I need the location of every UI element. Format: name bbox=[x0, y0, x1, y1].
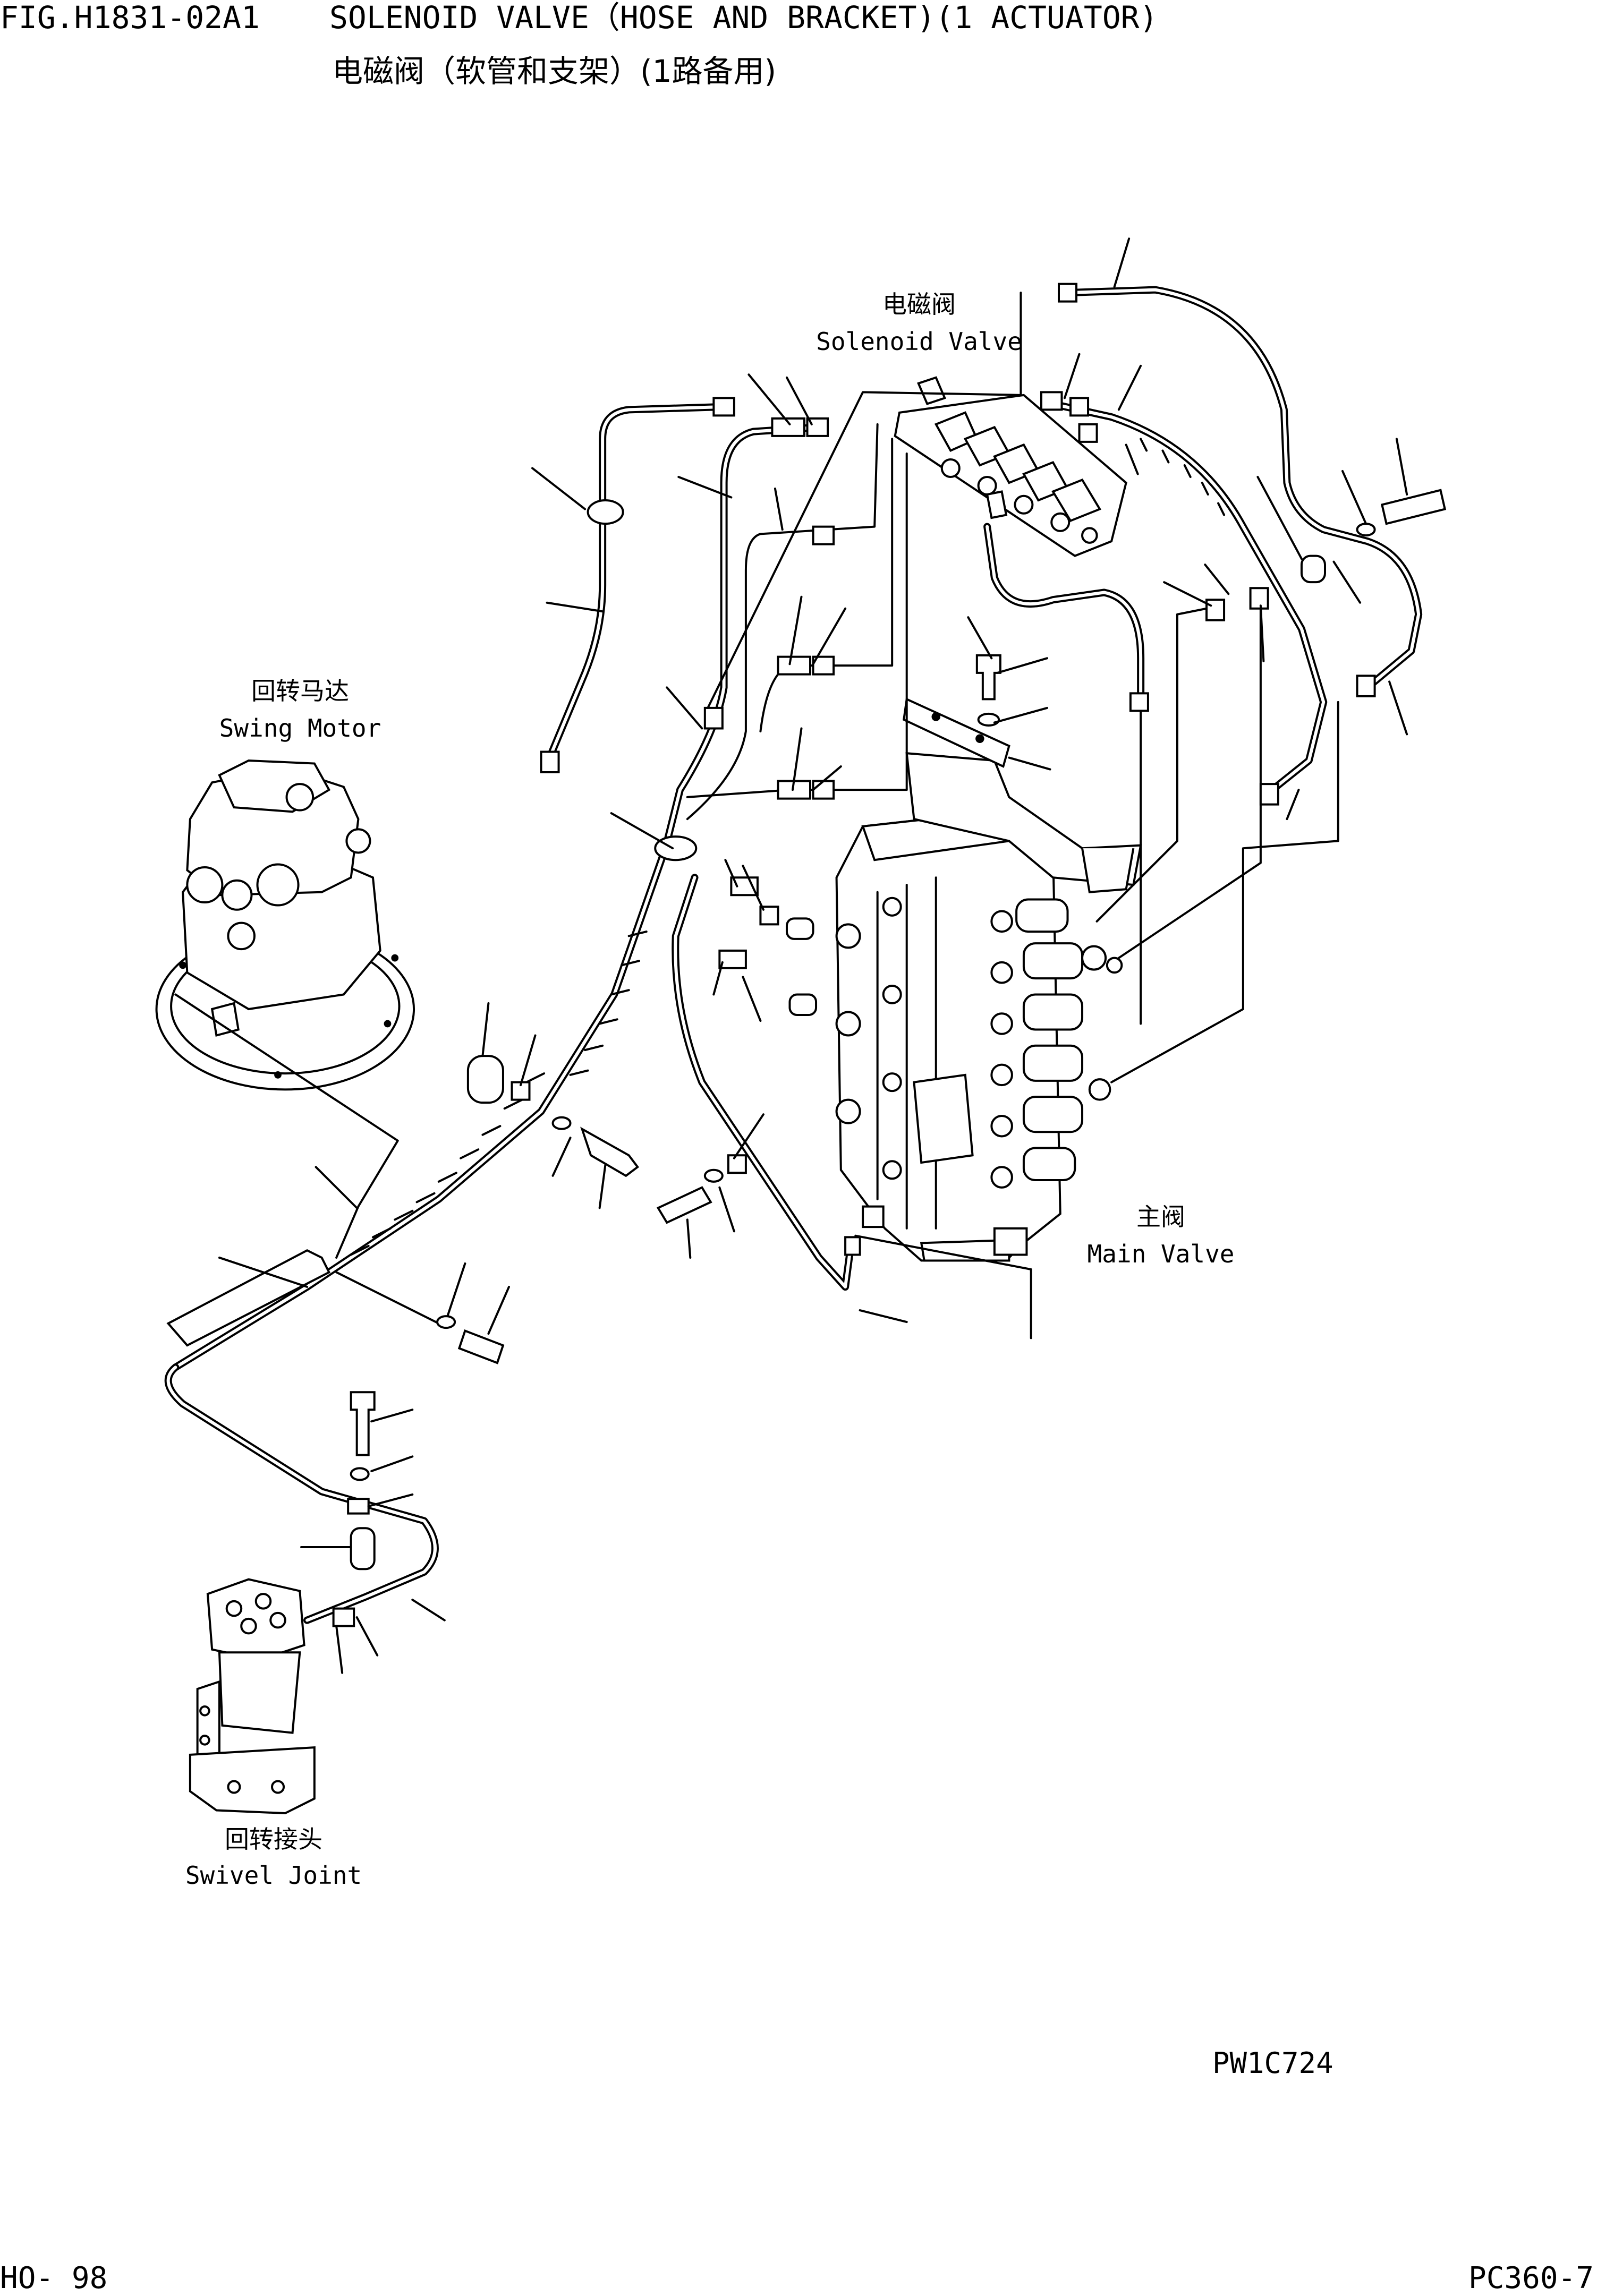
solenoid-valve-label-cn: 电磁阀 bbox=[882, 290, 956, 319]
swivel-joint-label-en: Swivel Joint bbox=[185, 1861, 362, 1890]
swing-motor bbox=[157, 761, 414, 1089]
swivel-joint bbox=[190, 1580, 315, 1813]
swivel-joint-label-cn: 回转接头 bbox=[225, 1825, 322, 1854]
solenoid-valve-label-en: Solenoid Valve bbox=[816, 327, 1022, 356]
figure-title-chinese: 电磁阀（软管和支架）(1路备用) bbox=[332, 53, 777, 89]
page-number: HO- 98 bbox=[0, 2261, 108, 2295]
hose-lines bbox=[168, 290, 1419, 1620]
main-valve-label-cn: 主阀 bbox=[1136, 1202, 1185, 1231]
fittings bbox=[168, 284, 1445, 1626]
model-number: PC360-7 bbox=[1468, 2261, 1594, 2295]
main-valve-block bbox=[837, 699, 1141, 1260]
leader-lines bbox=[219, 238, 1407, 1672]
solenoid-valve-block bbox=[895, 378, 1126, 556]
swing-motor-label-en: Swing Motor bbox=[219, 714, 381, 742]
drawing-code: PW1C724 bbox=[1212, 2046, 1333, 2080]
main-valve-label-en: Main Valve bbox=[1087, 1240, 1235, 1268]
figure-code: FIG.H1831-02A1 bbox=[0, 0, 260, 36]
figure-title-english: SOLENOID VALVE（HOSE AND BRACKET)(1 ACTUA… bbox=[329, 0, 1158, 36]
swing-motor-label-cn: 回转马达 bbox=[251, 677, 349, 705]
